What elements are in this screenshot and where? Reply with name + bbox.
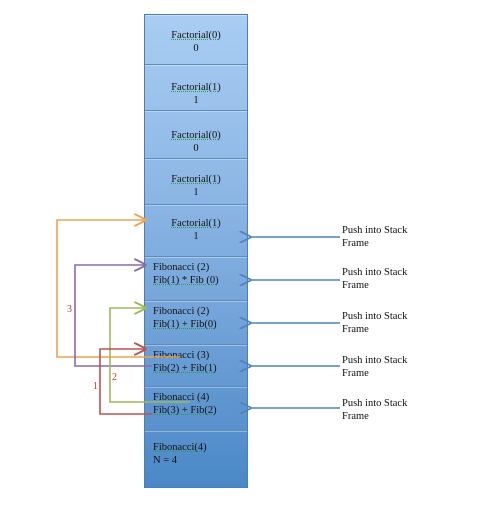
stack-frame-factorial-0-top: Factorial(0) 0 (145, 15, 247, 65)
stack-frame-factorial-1-c: Factorial(1) 1 (145, 205, 247, 257)
frame-value: 1 (193, 231, 199, 242)
frame-value: 1 (193, 95, 199, 106)
frame-title: Factorial(1) (171, 82, 221, 93)
call-arrow-red (99, 349, 152, 415)
stack-frame-fibonacci-2-b: Fibonacci (2) Fib(1) + Fib(0) (145, 301, 247, 345)
frame-value: Fib(2) + Fib(1) (153, 363, 217, 374)
push-label-5: Push into Stack Frame (342, 397, 407, 423)
call-arrow-purple (74, 265, 152, 367)
push-label-line1: Push into Stack (342, 225, 408, 236)
stack-frame-fibonacci-2-a: Fibonacci (2) Fib(1) * Fib (0) (145, 257, 247, 301)
push-label-4: Push into Stack Frame (342, 354, 407, 380)
stack-frame-fibonacci-4-base: Fibonacci(4) N = 4 (145, 431, 247, 487)
call-arrow-green (109, 308, 190, 403)
push-label-line1: Push into Stack (342, 398, 408, 409)
push-label-line1: Push into Stack (342, 267, 408, 278)
call-arrow-orange (56, 220, 180, 358)
frame-title: Fibonacci (3) (153, 350, 210, 361)
push-label-line1: Push into Stack (342, 355, 408, 366)
frame-title: Fibonacci (2) (153, 262, 210, 273)
frame-title: Fibonacci(4) (153, 442, 207, 453)
stack-frame-factorial-0-b: Factorial(0) 0 (145, 111, 247, 159)
frame-value: Fib(1) + Fib(0) (153, 319, 217, 330)
frame-value: 0 (193, 143, 199, 154)
frame-value: Fib(1) * Fib (0) (153, 275, 219, 286)
stack-frame-factorial-1-a: Factorial(1) 1 (145, 65, 247, 111)
push-label-2: Push into Stack Frame (342, 266, 407, 292)
stack-frame-factorial-1-b: Factorial(1) 1 (145, 159, 247, 205)
call-number-1: 1 (93, 381, 98, 392)
call-number-2: 2 (112, 372, 117, 383)
push-label-line2: Frame (342, 238, 369, 249)
frame-title: Factorial(0) (171, 130, 221, 141)
push-label-line2: Frame (342, 324, 369, 335)
push-label-line1: Push into Stack (342, 311, 408, 322)
frame-value: Fib(3) + Fib(2) (153, 405, 217, 416)
frame-title: Factorial(1) (171, 174, 221, 185)
push-label-1: Push into Stack Frame (342, 224, 407, 250)
frame-title: Fibonacci (4) (153, 392, 210, 403)
frame-title: Factorial(1) (171, 218, 221, 229)
push-label-3: Push into Stack Frame (342, 310, 407, 336)
push-label-line2: Frame (342, 280, 369, 291)
call-number-3: 3 (67, 304, 72, 315)
call-stack: Factorial(0) 0 Factorial(1) 1 Factorial(… (144, 14, 248, 488)
frame-title: Fibonacci (2) (153, 306, 210, 317)
frame-value: 0 (193, 43, 199, 54)
stack-frame-fibonacci-4: Fibonacci (4) Fib(3) + Fib(2) (145, 387, 247, 431)
frame-title: Factorial(0) (171, 30, 221, 41)
frame-value: N = 4 (153, 455, 178, 466)
frame-value: 1 (193, 187, 199, 198)
push-label-line2: Frame (342, 411, 369, 422)
push-label-line2: Frame (342, 368, 369, 379)
stack-frame-fibonacci-3: Fibonacci (3) Fib(2) + Fib(1) (145, 345, 247, 387)
